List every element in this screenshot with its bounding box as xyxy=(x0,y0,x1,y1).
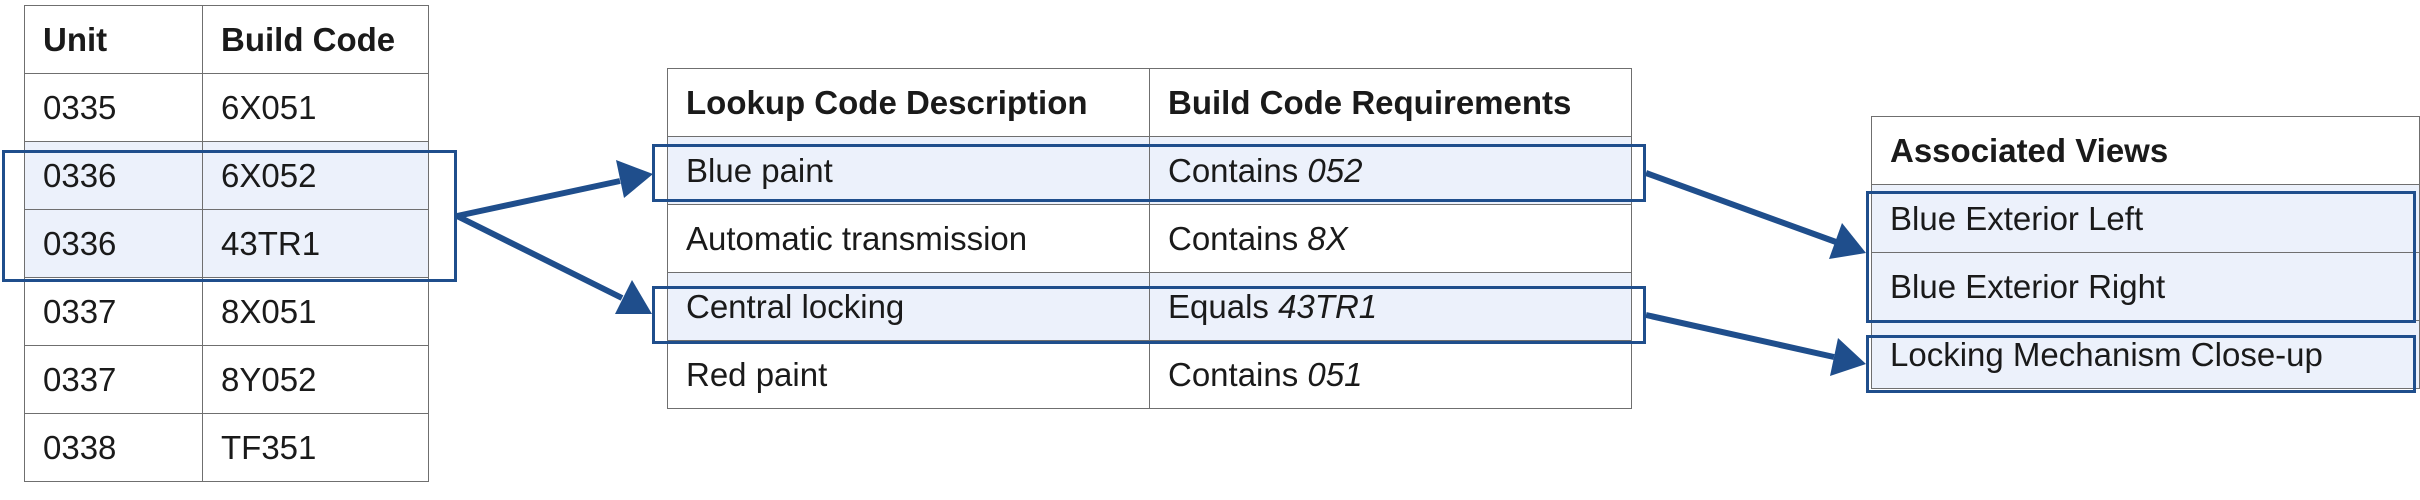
unit-cell: 0335 xyxy=(24,73,203,142)
unit-cell: 0336 xyxy=(24,209,203,278)
arrowhead xyxy=(1829,223,1866,259)
units-highlight-box xyxy=(2,150,457,282)
view-cell: Blue Exterior Right xyxy=(1871,252,2420,321)
requirement-value: 051 xyxy=(1307,355,1363,393)
lookup-description-cell: Automatic transmission xyxy=(667,204,1150,273)
views-table: Associated Views Blue Exterior Left Blue… xyxy=(1871,116,2420,389)
views-header-row: Associated Views xyxy=(1871,116,2420,185)
build-code-cell: 43TR1 xyxy=(202,209,429,278)
lookup-highlight-box-blue-paint xyxy=(652,144,1646,202)
arrowhead xyxy=(1830,338,1866,376)
arrowhead xyxy=(616,160,653,198)
views-row: Locking Mechanism Close-up xyxy=(1871,320,2420,389)
units-row: 0338 TF351 xyxy=(24,413,429,482)
lookup-table: Lookup Code Description Build Code Requi… xyxy=(667,68,1632,409)
requirement-value: 8X xyxy=(1307,219,1348,257)
lookup-row: Red paint Contains 051 xyxy=(667,340,1632,409)
requirement-operator: Equals xyxy=(1168,287,1269,325)
build-code-cell: TF351 xyxy=(202,413,429,482)
arrow-units-to-blue-paint xyxy=(456,178,621,219)
lookup-requirement-cell: Equals 43TR1 xyxy=(1149,272,1632,341)
lookup-highlight-box-central-locking xyxy=(652,286,1646,344)
lookup-header-requirements: Build Code Requirements xyxy=(1149,68,1632,137)
lookup-requirement-cell: Contains 052 xyxy=(1149,136,1632,205)
views-header: Associated Views xyxy=(1871,116,2420,185)
build-code-cell: 6X051 xyxy=(202,73,429,142)
lookup-requirement-cell: Contains 8X xyxy=(1149,204,1632,273)
build-code-cell: 8X051 xyxy=(202,277,429,346)
unit-cell: 0337 xyxy=(24,345,203,414)
arrowhead xyxy=(615,280,652,314)
lookup-header-row: Lookup Code Description Build Code Requi… xyxy=(667,68,1632,137)
units-header-unit: Unit xyxy=(24,5,203,74)
lookup-requirement-cell: Contains 051 xyxy=(1149,340,1632,409)
units-row: 0337 8X051 xyxy=(24,277,429,346)
unit-cell: 0337 xyxy=(24,277,203,346)
lookup-header-description: Lookup Code Description xyxy=(667,68,1150,137)
requirement-value: 43TR1 xyxy=(1278,287,1378,325)
views-row: Blue Exterior Right xyxy=(1871,252,2420,321)
requirement-operator: Contains xyxy=(1168,355,1299,393)
arrow-blue-paint-to-blue-exterior xyxy=(1644,170,1838,245)
view-cell: Locking Mechanism Close-up xyxy=(1871,320,2420,389)
requirement-operator: Contains xyxy=(1168,219,1299,257)
lookup-description-cell: Blue paint xyxy=(667,136,1150,205)
lookup-description-cell: Central locking xyxy=(667,272,1150,341)
lookup-description-cell: Red paint xyxy=(667,340,1150,409)
views-highlight-box-locking xyxy=(1866,335,2416,393)
unit-cell: 0338 xyxy=(24,413,203,482)
lookup-row: Automatic transmission Contains 8X xyxy=(667,204,1632,273)
view-cell: Blue Exterior Left xyxy=(1871,184,2420,253)
units-row: 0335 6X051 xyxy=(24,73,429,142)
build-code-cell: 8Y052 xyxy=(202,345,429,414)
arrow-units-to-central-locking xyxy=(455,213,624,301)
units-header-build-code: Build Code xyxy=(202,5,429,74)
lookup-row: Central locking Equals 43TR1 xyxy=(667,272,1632,341)
requirement-operator: Contains xyxy=(1168,151,1299,189)
lookup-row: Blue paint Contains 052 xyxy=(667,136,1632,205)
requirement-value: 052 xyxy=(1307,151,1363,189)
arrow-central-locking-to-locking-view xyxy=(1645,312,1835,360)
units-row: 0337 8Y052 xyxy=(24,345,429,414)
units-row: 0336 43TR1 xyxy=(24,209,429,278)
views-row: Blue Exterior Left xyxy=(1871,184,2420,253)
units-header-row: Unit Build Code xyxy=(24,5,429,74)
views-highlight-box-blue-exterior xyxy=(1866,191,2416,323)
